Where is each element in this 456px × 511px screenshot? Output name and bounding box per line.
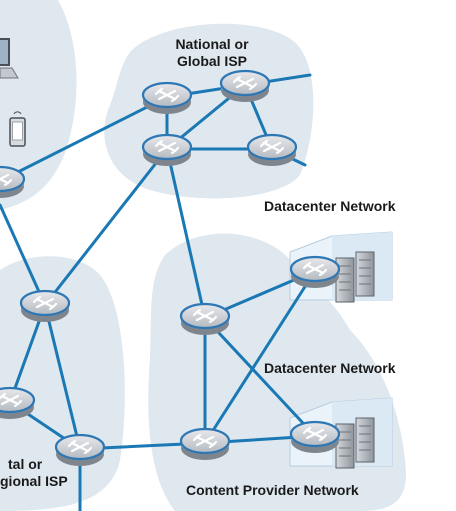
router-icon (19, 289, 71, 324)
router-icon (141, 133, 193, 168)
content-provider-label: Content Provider Network (186, 482, 359, 498)
label-line: Global ISP (176, 53, 247, 69)
router-icon (179, 427, 231, 462)
label-line: tal or (8, 456, 43, 472)
datacenter-top-label: Datacenter Network (264, 198, 396, 214)
laptop-icon (0, 38, 19, 79)
label-line: gional ISP (0, 473, 68, 489)
router-icon (219, 69, 271, 104)
router-icon (0, 386, 36, 421)
regional-isp-label: tal or gional ISP (0, 456, 68, 490)
router-icon (179, 302, 231, 337)
home-network-region (0, 0, 77, 210)
router-icon (289, 255, 341, 290)
datacenter-bottom-label: Datacenter Network (264, 360, 396, 376)
router-icon (289, 420, 341, 455)
smartphone-icon (9, 111, 26, 147)
router-icon (246, 133, 298, 168)
router-icon (141, 81, 193, 116)
national-isp-label: National or Global ISP (150, 36, 274, 70)
label-line: National or (175, 36, 249, 52)
